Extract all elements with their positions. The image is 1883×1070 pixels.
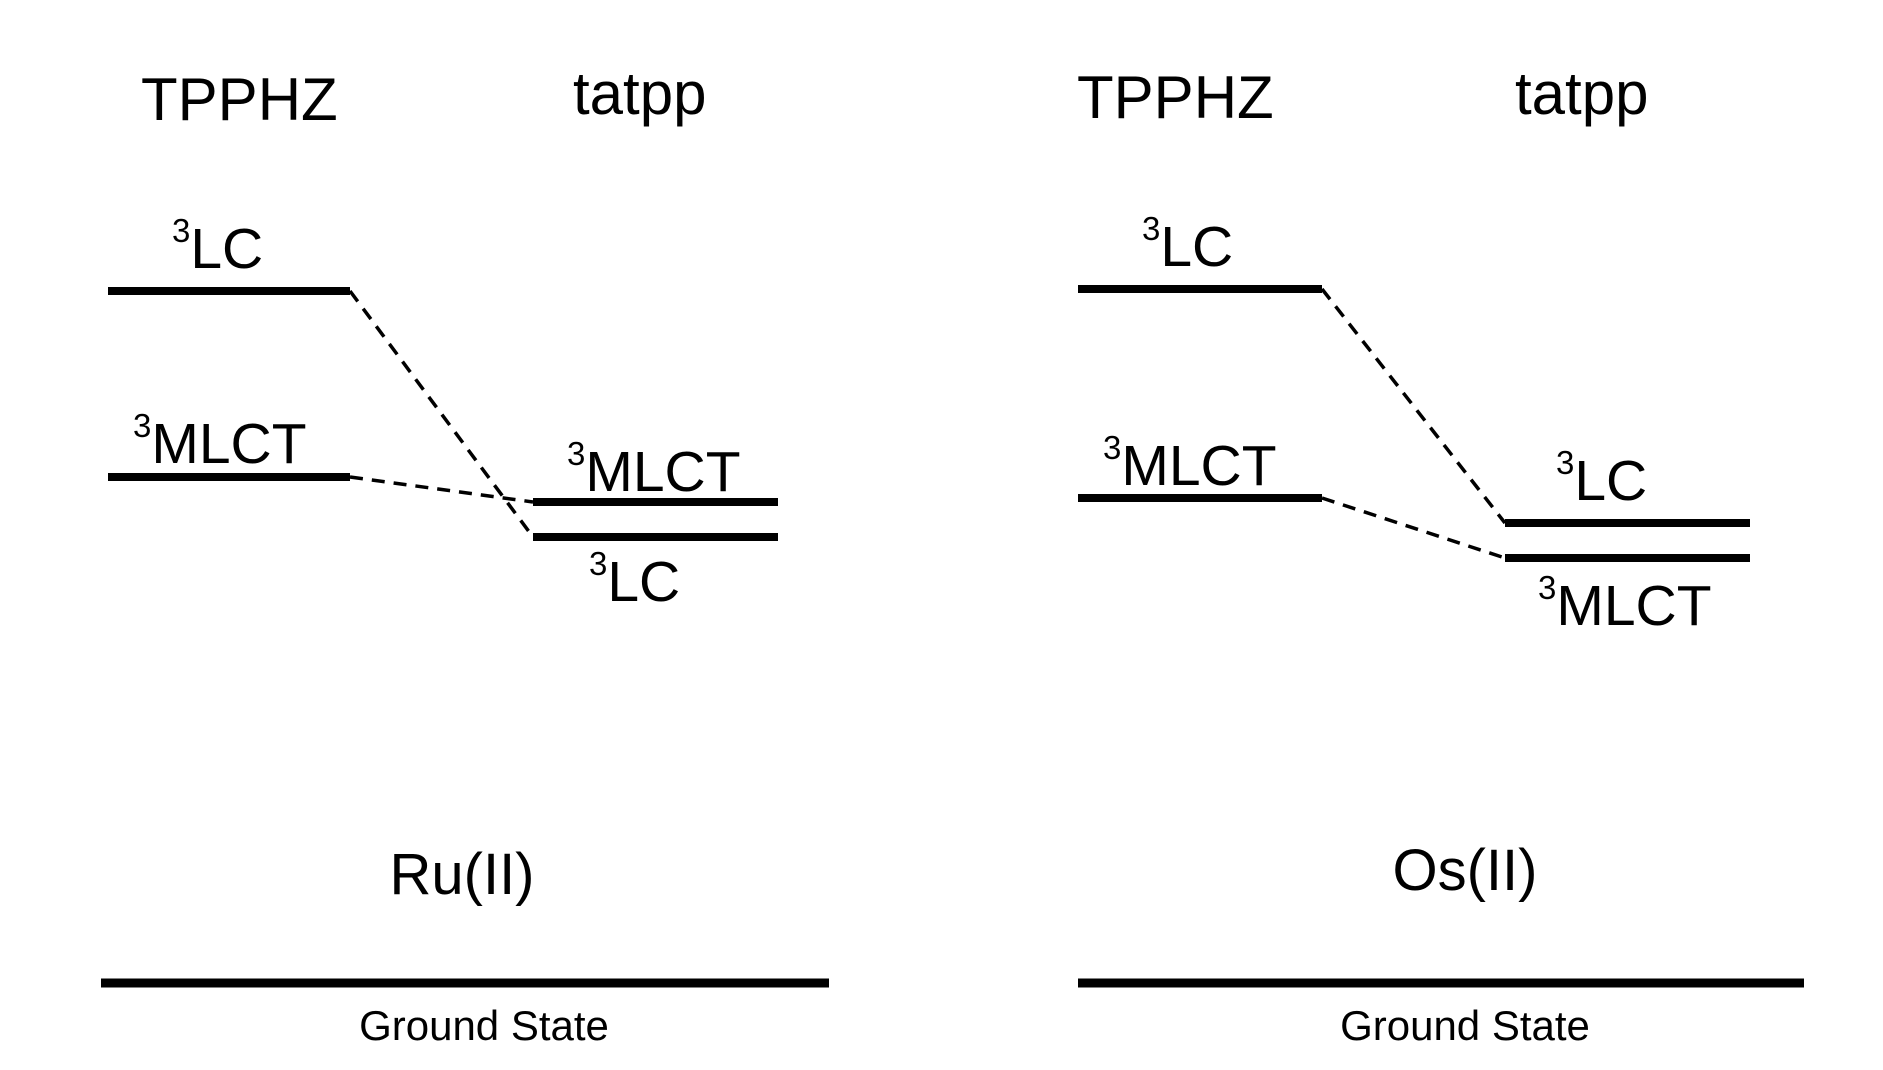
level-label-tatpp-mlct: 3MLCT (567, 435, 741, 504)
ground-state-label-os: Ground State (1340, 1002, 1590, 1049)
metal-label-ru: Ru(II) (390, 842, 535, 907)
column-header-tatpp: tatpp (573, 60, 706, 127)
ground-state-label-ru: Ground State (359, 1002, 609, 1049)
connector-lc-to-lc (348, 289, 535, 539)
panel-ru: TPPHZ tatpp 3LC 3MLCT 3MLCT 3LC Ru(II) G… (101, 60, 829, 1049)
level-label-tatpp-mlct: 3MLCT (1538, 569, 1712, 638)
connector-mlct-to-mlct (1321, 496, 1506, 560)
column-header-tpphz: TPPHZ (141, 66, 338, 133)
level-label-tatpp-lc: 3LC (589, 545, 680, 614)
panel-os: TPPHZ tatpp 3LC 3MLCT 3LC 3MLCT Os(II) G… (1077, 60, 1804, 1049)
column-header-tpphz: TPPHZ (1077, 64, 1274, 131)
level-label-tpphz-lc: 3LC (1142, 210, 1233, 279)
level-label-tatpp-lc: 3LC (1556, 444, 1647, 513)
connector-lc-to-lc (1320, 287, 1507, 525)
metal-label-os: Os(II) (1393, 838, 1538, 903)
connector-mlct-to-mlct (349, 475, 534, 504)
level-label-tpphz-mlct: 3MLCT (1103, 429, 1277, 498)
column-header-tatpp: tatpp (1515, 60, 1648, 127)
level-label-tpphz-lc: 3LC (172, 212, 263, 281)
level-label-tpphz-mlct: 3MLCT (133, 407, 307, 476)
